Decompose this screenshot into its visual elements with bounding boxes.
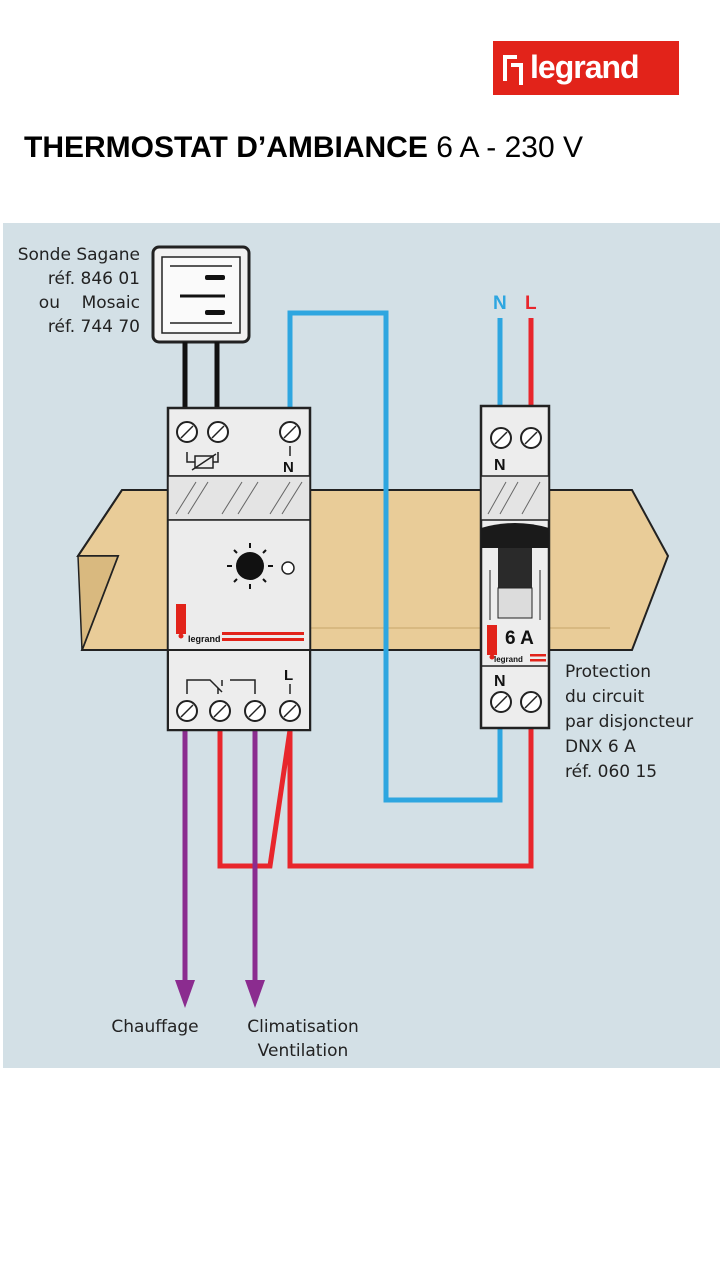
legrand-logo-text: legrand <box>530 49 640 85</box>
protection-label-line1: Protection <box>565 662 652 682</box>
breaker-rating-label: 6 A <box>505 628 534 649</box>
thermostat-top-terminals <box>176 421 301 443</box>
thermostat-l-label: L <box>284 667 293 684</box>
breaker-top-terminals <box>490 427 542 449</box>
din-rail <box>76 489 670 651</box>
supply-neutral-label: N <box>493 293 507 314</box>
breaker-toggle <box>481 523 549 548</box>
breaker-n-bottom-label: N <box>494 673 506 690</box>
legrand-logo-mark <box>503 55 523 85</box>
title-bold: THERMOSTAT D’AMBIANCE <box>24 131 428 164</box>
protection-label-line4: DNX 6 A <box>565 737 636 757</box>
heating-label: Chauffage <box>111 1017 199 1037</box>
breaker-brand-label: legrand <box>494 655 523 664</box>
probe-sensor <box>151 245 251 344</box>
neutral-wire-loop <box>287 310 503 803</box>
temperature-knob-icon <box>227 543 273 589</box>
supply-live-label: L <box>525 293 537 314</box>
breaker-module <box>479 404 551 730</box>
probe-label-line2: réf. 846 01 <box>47 269 140 289</box>
probe-label-line4: réf. 744 70 <box>47 317 140 337</box>
legrand-logo <box>493 41 679 95</box>
heating-arrow <box>175 980 195 1008</box>
page-title: THERMOSTAT D’AMBIANCE 6 A - 230 V <box>24 128 583 168</box>
cooling-label-line1: Climatisation <box>247 1017 359 1037</box>
thermostat-module <box>166 406 312 732</box>
relay-common-wire <box>217 729 293 869</box>
cooling-arrow <box>245 980 265 1008</box>
status-led-icon <box>281 561 295 575</box>
protection-label-line3: par disjoncteur <box>565 712 694 732</box>
probe-label-line3: ou Mosaic <box>38 293 140 313</box>
breaker-n-top-label: N <box>494 457 506 474</box>
live-wire-loop <box>287 712 534 869</box>
breaker-bottom-terminals <box>490 691 542 713</box>
cooling-label-line2: Ventilation <box>257 1041 349 1061</box>
thermostat-brand-label: legrand <box>188 634 221 644</box>
thermostat-n-label: N <box>283 459 294 476</box>
protection-label-line2: du circuit <box>565 687 645 707</box>
thermostat-bottom-terminals <box>176 700 301 722</box>
protection-label-line5: réf. 060 15 <box>565 762 658 782</box>
probe-label-line1: Sonde Sagane <box>17 245 140 265</box>
title-rating: 6 A - 230 V <box>427 131 583 164</box>
